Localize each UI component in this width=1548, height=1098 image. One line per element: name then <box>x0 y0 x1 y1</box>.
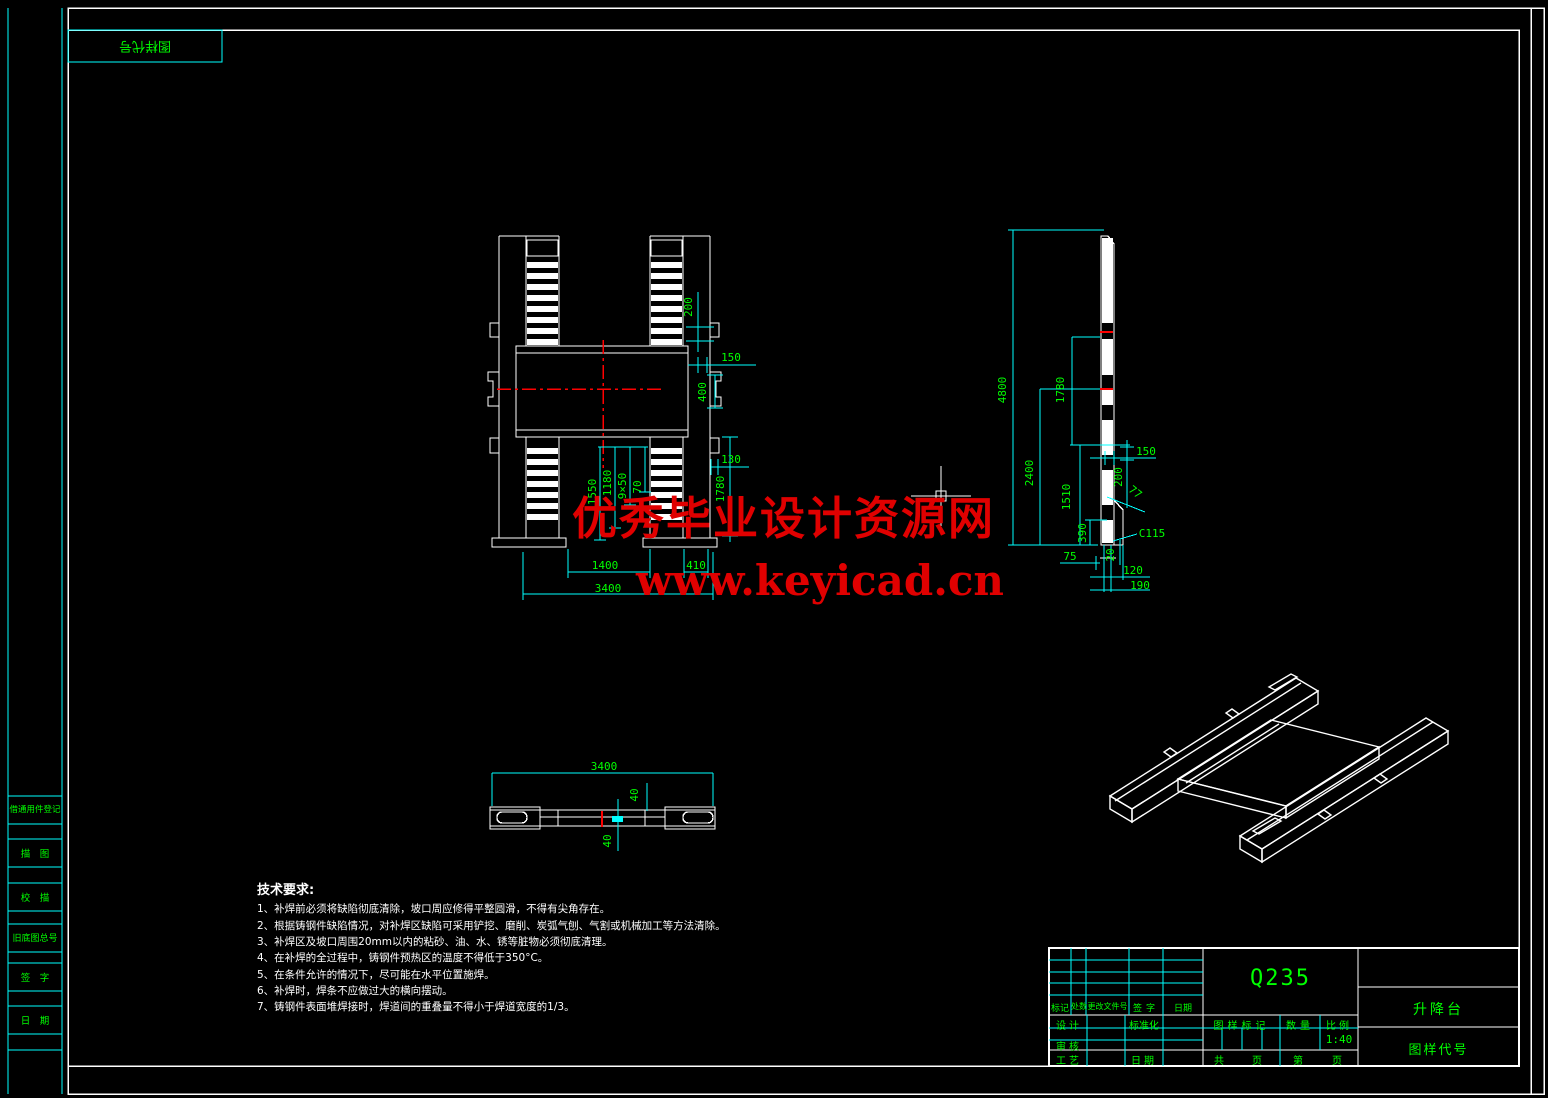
watermark-line1: 优秀毕业设计资源网 <box>572 492 996 545</box>
dim-bottom-40b: 40 <box>601 834 614 847</box>
dim-side-4800: 4800 <box>996 377 1009 404</box>
title-block-code-label: 图样代号 <box>1408 1043 1469 1058</box>
dim-front-150: 150 <box>721 351 741 364</box>
title-block-count: 处数 <box>1071 1002 1087 1011</box>
tech-requirement-item: 5、在条件允许的情况下，尽可能在水平位置施焊。 <box>257 969 495 981</box>
title-block-sheet: 第 <box>1293 1056 1303 1067</box>
title-block-change-doc: 更改文件号 <box>1087 1002 1128 1011</box>
dim-front-200: 200 <box>682 297 695 317</box>
tech-requirement-item: 4、在补焊的全过程中，铸钢件预热区的温度不得低于350°C。 <box>257 952 549 964</box>
dim-side-75: 75 <box>1063 550 1076 563</box>
dim-side-77: 77 <box>1126 483 1144 501</box>
dim-side-200: 200 <box>1112 467 1125 487</box>
dim-front-130: 130 <box>721 453 741 466</box>
corner-drawing-code-label: 图样代号 <box>119 38 172 53</box>
title-block-scale-value: 1:40 <box>1325 1033 1353 1046</box>
title-block-page: 页 <box>1252 1056 1262 1067</box>
front-view-rungs <box>527 262 682 520</box>
left-strip-label-oldno: 旧底图总号 <box>12 934 58 944</box>
title-block-qty: 数量 <box>1286 1021 1314 1032</box>
dim-front-1400: 1400 <box>592 559 619 572</box>
dim-side-1510: 1510 <box>1060 484 1073 511</box>
crosshair-cursor[interactable] <box>911 466 971 526</box>
left-strip-label-date: 日 期 <box>20 1016 50 1027</box>
left-strip-label-trace: 描 图 <box>20 849 50 860</box>
dim-front-1180: 1180 <box>601 470 614 497</box>
tech-requirement-item: 1、补焊前必须将缺陷彻底清除，坡口周应修得平整圆滑，不得有尖角存在。 <box>257 903 611 915</box>
dim-front-410: 410 <box>686 559 706 572</box>
title-block-design: 设计 <box>1056 1021 1082 1032</box>
dim-bottom-3400: 3400 <box>591 760 618 773</box>
tech-requirement-item: 3、补焊区及坡口周围20mm以内的粘砂、油、水、锈等脏物必须彻底清理。 <box>257 936 613 948</box>
dim-front-70: 70 <box>631 480 644 493</box>
left-strip-label-sign: 签 字 <box>20 973 50 984</box>
left-strip-label-register: 借通用件登记 <box>9 805 61 815</box>
title-block-stamp: 图样标记 <box>1213 1021 1270 1032</box>
isometric-view <box>1108 673 1450 864</box>
dim-bottom-40a: 40 <box>628 788 641 801</box>
left-strip-label-check: 校 描 <box>20 893 50 904</box>
dim-side-20: 20 <box>1104 548 1117 561</box>
title-block-audit: 审核 <box>1056 1042 1082 1053</box>
dim-side-150: 150 <box>1136 445 1156 458</box>
dim-side-190: 190 <box>1130 579 1150 592</box>
title-block-scale: 比例 <box>1326 1021 1352 1032</box>
tech-requirement-item: 7、铸钢件表面堆焊接时，焊道间的重叠量不得小于焊道宽度的1/3。 <box>257 1001 575 1013</box>
tech-requirement-item: 6、补焊时，焊条不应做过大的横向摆动。 <box>257 985 453 997</box>
front-view <box>487 235 722 548</box>
watermark-line2: www.keyicad.cn <box>636 556 1004 605</box>
title-block-process: 工艺 <box>1056 1056 1082 1067</box>
corner-label-box <box>67 29 223 63</box>
dim-side-1780: 1780 <box>1054 377 1067 404</box>
dimension-lines <box>491 229 1156 851</box>
dim-front-3400: 3400 <box>595 582 622 595</box>
title-block-standard: 标准化 <box>1129 1021 1159 1032</box>
title-block-total: 共 <box>1214 1056 1224 1067</box>
title-block-date2: 日期 <box>1131 1056 1157 1067</box>
title-block-grid <box>1048 947 1520 1067</box>
title-block-sign: 签字 <box>1132 1004 1159 1014</box>
sheet-frame <box>67 7 1545 1095</box>
title-block-mark: 标记 <box>1050 1004 1069 1014</box>
title-block-date: 日期 <box>1173 1004 1192 1014</box>
bottom-view <box>489 806 716 830</box>
left-strip-lines <box>7 8 63 1094</box>
title-block-part-name: 升降台 <box>1413 1002 1464 1018</box>
dim-front-1550: 1550 <box>586 479 599 506</box>
dim-front-9x50: 9×50 <box>616 473 629 500</box>
side-view <box>1100 235 1124 559</box>
dim-front-1780: 1780 <box>714 476 727 503</box>
title-block-material: Q235 <box>1250 966 1311 991</box>
tech-requirement-item: 2、根据铸钢件缺陷情况，对补焊区缺陷可采用铲挖、磨削、炭弧气刨、气割或机械加工等… <box>257 920 726 932</box>
title-block-page2: 页 <box>1332 1056 1342 1067</box>
front-view-centerlines <box>497 340 663 468</box>
dim-front-400: 400 <box>696 382 709 402</box>
dim-side-390: 390 <box>1076 523 1089 543</box>
bottom-view-cyan-mark <box>612 816 623 822</box>
tech-requirements-title: 技术要求: <box>257 883 315 898</box>
dim-side-C115: C115 <box>1139 527 1166 540</box>
dim-side-120: 120 <box>1123 564 1143 577</box>
dimension-texts: 200 150 400 130 1780 1550 1180 9×50 70 1… <box>586 297 1165 848</box>
dim-side-2400: 2400 <box>1023 460 1036 487</box>
